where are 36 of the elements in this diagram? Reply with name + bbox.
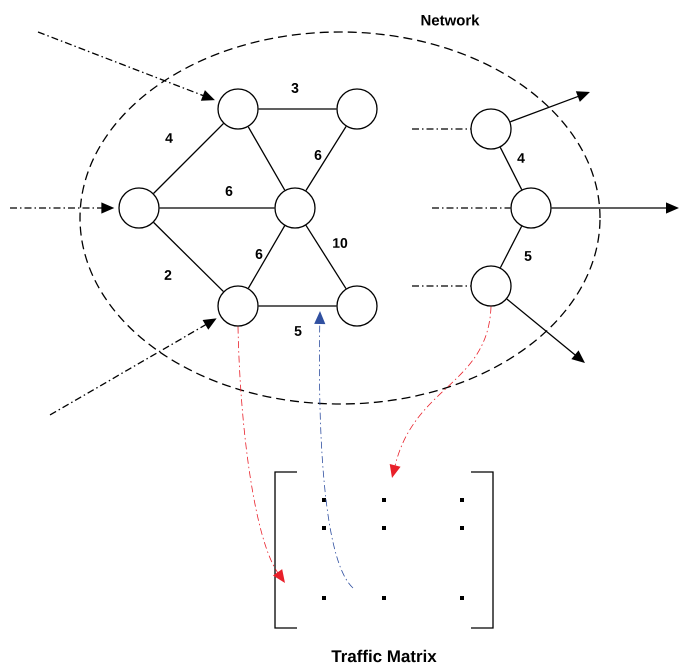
link-line [160, 207, 274, 209]
edge-label: 4 [164, 132, 174, 144]
node-circle [118, 187, 160, 229]
arrow [238, 326, 285, 583]
link-line [153, 222, 224, 292]
heading: Network [422, 14, 480, 26]
node-circle [510, 187, 552, 229]
link-line [248, 126, 286, 190]
link-line [306, 225, 347, 289]
edge-label: 2 [163, 269, 173, 281]
edge-label: 4 [516, 152, 526, 164]
link-line [412, 128, 470, 130]
link-line [153, 123, 224, 194]
edge-label: 6 [224, 185, 234, 197]
node-circle [336, 285, 378, 327]
node-circle [336, 88, 378, 130]
node-circle [470, 265, 512, 307]
edge-label: 6 [254, 248, 264, 260]
edge-label: 10 [331, 237, 349, 249]
link-line [500, 226, 522, 268]
matrix-label: Traffic Matrix [331, 650, 437, 662]
edge-label: 6 [313, 149, 323, 161]
link-line [258, 305, 336, 307]
node-circle [217, 88, 259, 130]
edge-label: 5 [523, 250, 533, 262]
link-line [248, 226, 286, 288]
link-line [432, 207, 510, 209]
node-circle [470, 108, 512, 150]
link-line [258, 108, 336, 110]
edge-label: 3 [290, 82, 300, 94]
node-circle [217, 285, 259, 327]
node-circle [274, 187, 316, 229]
edge-label: 5 [293, 325, 303, 337]
link-line [500, 147, 522, 190]
link-line [305, 126, 347, 191]
link-line [412, 285, 470, 287]
